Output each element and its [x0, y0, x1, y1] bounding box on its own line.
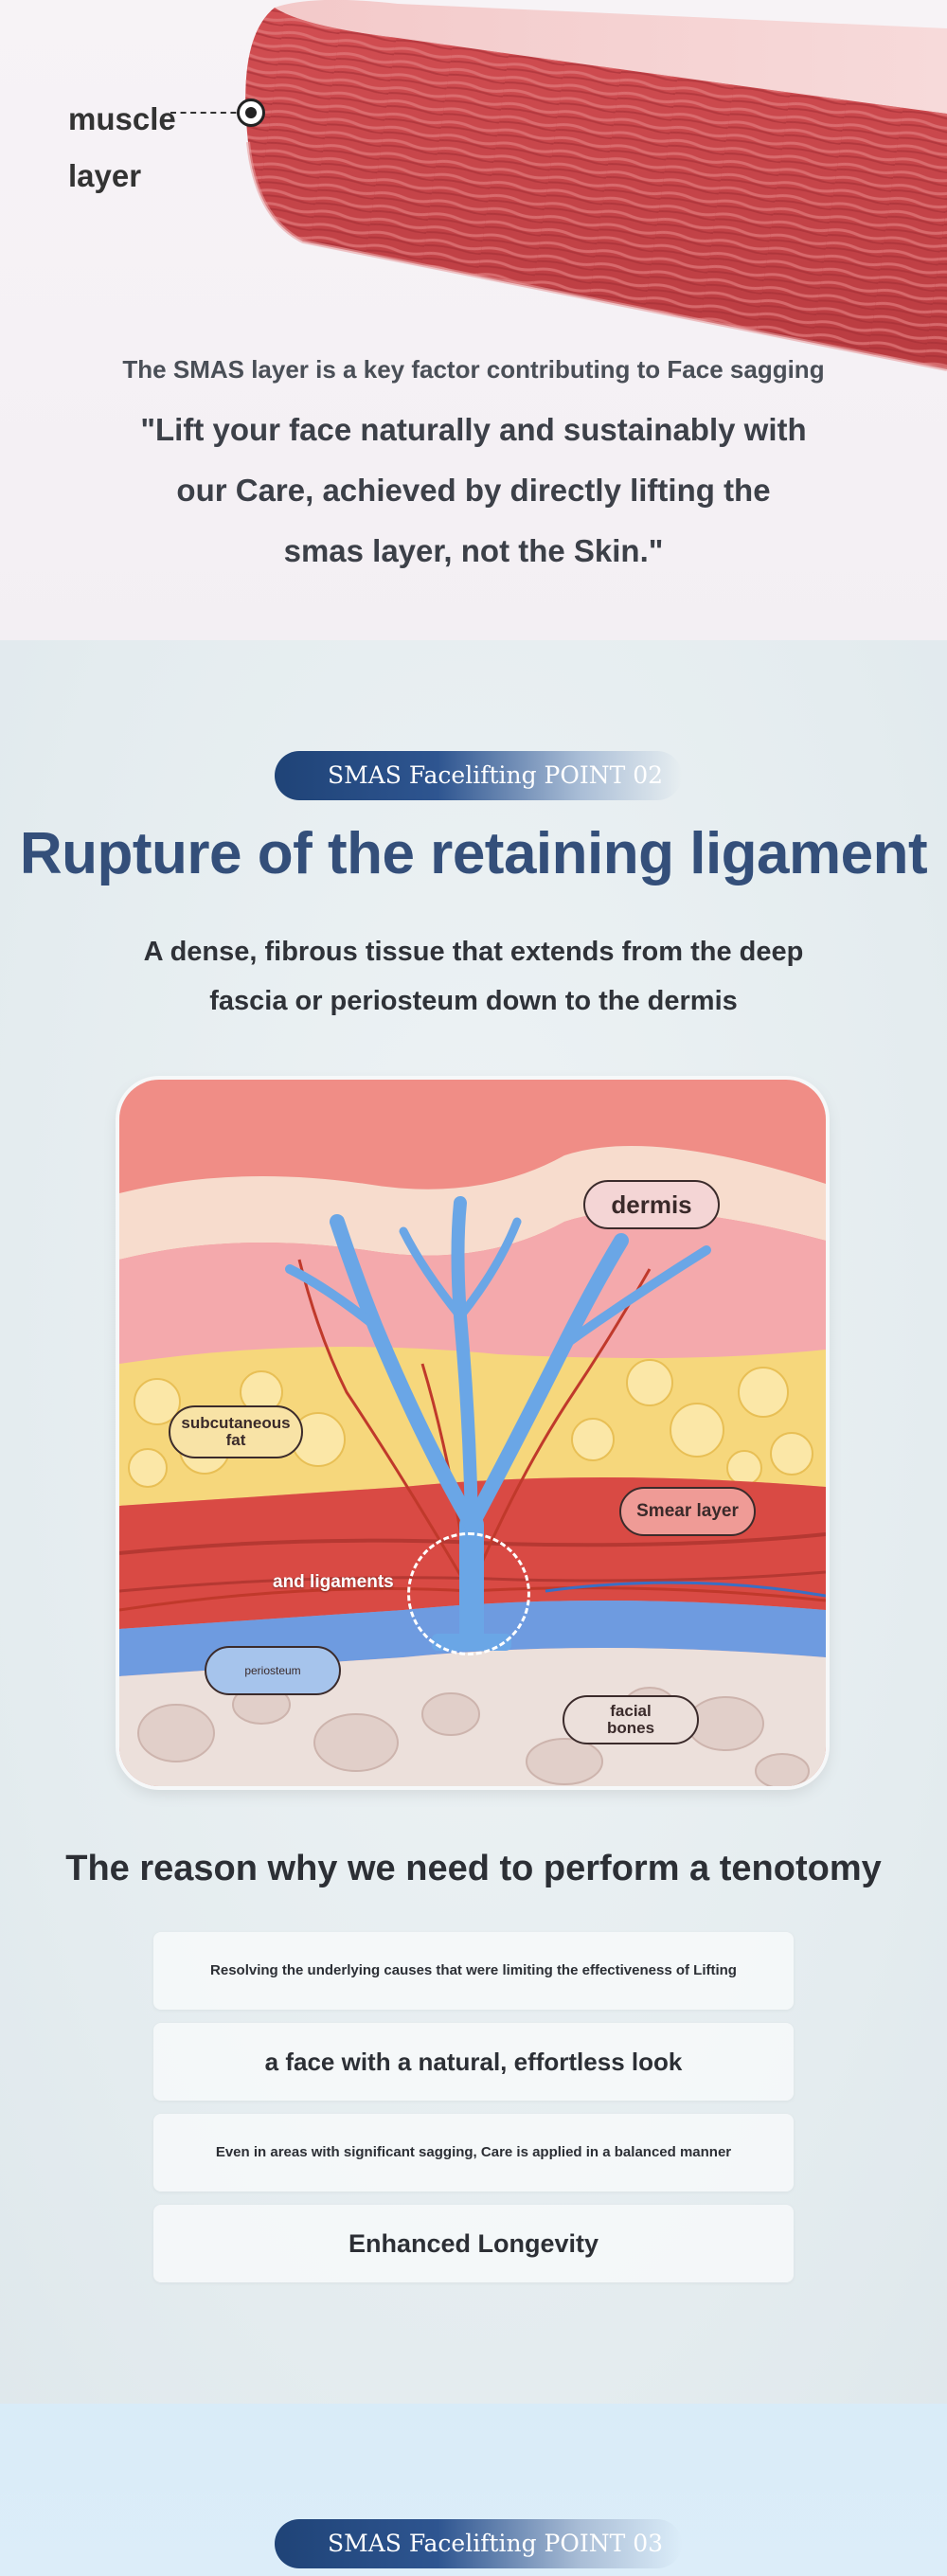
muscle-layer-illustration — [245, 0, 947, 371]
tag-facial-bones: facial bones — [563, 1695, 699, 1744]
tag-smear-layer: Smear layer — [619, 1487, 756, 1536]
reason-title: The reason why we need to perform a teno… — [65, 1849, 882, 1888]
tag-subfat-line2: fat — [225, 1431, 246, 1449]
tag-subcutaneous-fat: subcutaneous fat — [169, 1405, 303, 1458]
muscle-layer-label: muscle layer — [68, 91, 201, 205]
tag-dermis: dermis — [583, 1180, 720, 1229]
next-point-section: SMAS Facelifting POINT 03 — [0, 2404, 947, 2576]
reason-card: a face with a natural, effortless look — [153, 2023, 794, 2101]
ligament-highlight-circle — [407, 1532, 530, 1655]
label-pointer-dot — [237, 98, 265, 127]
tag-periosteum: periosteum — [205, 1646, 341, 1695]
section-title: Rupture of the retaining ligament — [19, 821, 928, 886]
ligament-section: SMAS Facelifting POINT 02 Rupture of the… — [0, 640, 947, 2404]
reason-card: Even in areas with significant sagging, … — [153, 2114, 794, 2191]
point-badge: SMAS Facelifting POINT 02 — [275, 751, 682, 800]
smas-subtitle: The SMAS layer is a key factor contribut… — [122, 355, 825, 384]
reason-card: Resolving the underlying causes that wer… — [153, 1932, 794, 2010]
muscle-label-line1: muscle — [68, 101, 176, 136]
section-description: A dense, fibrous tissue that extends fro… — [143, 937, 804, 1016]
tag-facial-line1: facial — [610, 1702, 652, 1720]
lift-quote: "Lift your face naturally and sustainabl… — [140, 412, 807, 568]
muscle-label-line2: layer — [68, 158, 142, 193]
tag-subfat-line1: subcutaneous — [181, 1414, 291, 1432]
point-badge-next: SMAS Facelifting POINT 03 — [275, 2519, 682, 2568]
skin-layers-illustration: dermis subcutaneous fat Smear layer and … — [119, 1080, 826, 1786]
muscle-layer-section: muscle layer The SMAS layer is a key fac… — [0, 0, 947, 640]
label-connector-line — [170, 112, 246, 114]
ligaments-label: and ligaments — [273, 1572, 394, 1592]
reason-card: Enhanced Longevity — [153, 2205, 794, 2282]
tag-facial-line2: bones — [606, 1719, 655, 1737]
